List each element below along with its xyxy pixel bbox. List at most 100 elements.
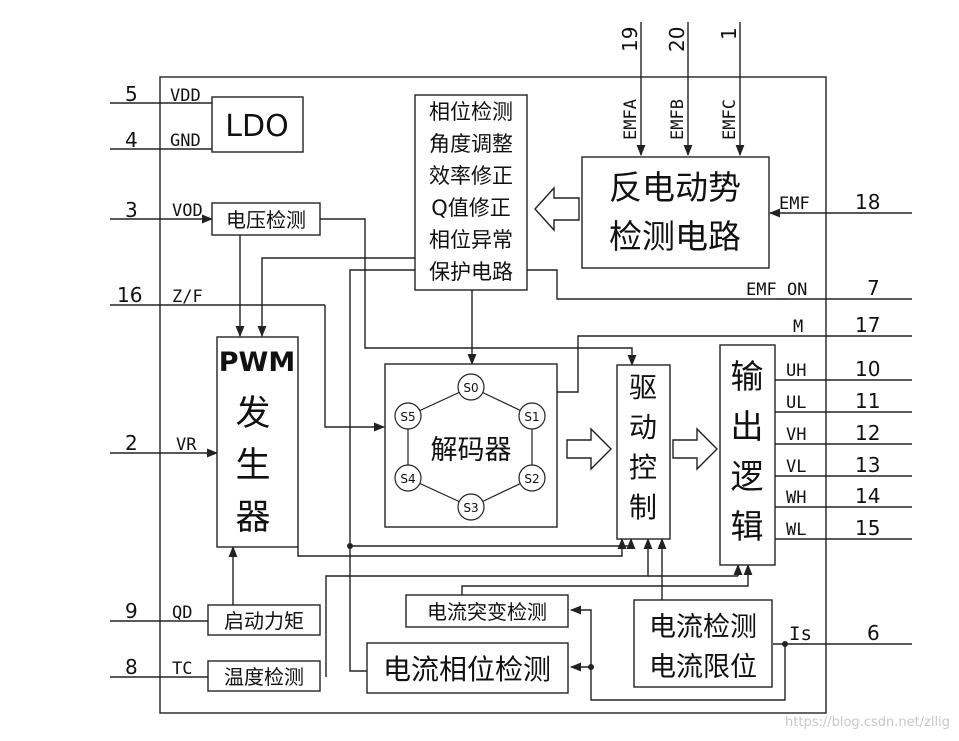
svg-text:S3: S3 (463, 501, 478, 515)
svg-text:16: 16 (117, 283, 142, 307)
internal-wiring (228, 218, 788, 701)
hollow-arrow-drive (672, 427, 718, 471)
svg-text:8: 8 (125, 655, 138, 679)
bemf-detect-block (581, 156, 770, 269)
svg-text:VDD: VDD (170, 86, 201, 106)
state-s5 (394, 402, 422, 430)
chip-outline (159, 76, 827, 714)
svg-text:4: 4 (125, 128, 138, 152)
watermark: https://blog.csdn.net/zllig (785, 715, 950, 730)
svg-text:5: 5 (125, 82, 138, 106)
svg-text:S5: S5 (400, 410, 415, 424)
svg-text:反电动势: 反电动势 (609, 168, 741, 207)
svg-text:Is: Is (789, 623, 812, 645)
svg-text:17: 17 (855, 313, 880, 337)
ldo-label: LDO (225, 109, 288, 144)
svg-text:EMFA: EMFA (621, 99, 641, 140)
svg-text:出: 出 (731, 407, 764, 446)
state-s4 (394, 464, 422, 492)
hollow-arrow-left (534, 186, 580, 232)
pwm-generator-block (216, 336, 299, 548)
svg-text:Z/F: Z/F (172, 287, 203, 307)
svg-text:相位异常: 相位异常 (429, 228, 513, 252)
svg-text:13: 13 (855, 453, 880, 477)
drive-control-text: 驱 动 控 制 (629, 371, 657, 524)
voltage-detect-label: 电压检测 (226, 208, 306, 232)
phase-detect-block (414, 94, 528, 291)
svg-text:VR: VR (176, 435, 197, 455)
svg-text:保护电路: 保护电路 (429, 260, 513, 284)
state-s2 (518, 464, 546, 492)
hollow-arrow-decoder (566, 427, 612, 471)
svg-text:11: 11 (855, 389, 880, 413)
drive-control-block (616, 364, 671, 540)
svg-text:辑: 辑 (731, 507, 764, 546)
svg-text:S1: S1 (524, 410, 539, 424)
svg-text:生: 生 (235, 446, 270, 486)
state-s1 (518, 402, 546, 430)
svg-text:检测电路: 检测电路 (609, 217, 741, 256)
output-logic-text: 输 出 逻 辑 (731, 357, 764, 546)
svg-text:S2: S2 (524, 472, 539, 486)
svg-text:发: 发 (235, 394, 270, 434)
svg-text:UL: UL (786, 393, 806, 413)
svg-text:电流检测: 电流检测 (649, 612, 757, 643)
state-s3 (457, 493, 485, 521)
pin-numbers: 5 4 3 16 2 9 8 18 7 17 10 11 12 13 14 15… (117, 27, 880, 679)
svg-text:19: 19 (618, 27, 642, 52)
pin-lines (110, 22, 912, 678)
current-detect-block (633, 599, 773, 688)
svg-text:电流突变检测: 电流突变检测 (427, 600, 547, 624)
svg-text:启动力矩: 启动力矩 (224, 609, 304, 633)
svg-text:9: 9 (125, 599, 138, 623)
ldo-block (211, 96, 304, 153)
svg-text:控: 控 (629, 451, 657, 484)
svg-text:QD: QD (172, 603, 192, 623)
svg-text:相位检测: 相位检测 (429, 100, 513, 124)
svg-text:M: M (793, 317, 803, 337)
svg-text:WL: WL (786, 520, 806, 540)
current-phase-block (366, 642, 569, 694)
svg-text:2: 2 (125, 431, 138, 455)
svg-text:UH: UH (786, 361, 806, 381)
svg-text:驱: 驱 (629, 371, 657, 404)
svg-text:7: 7 (867, 276, 880, 300)
phase-detect-text: 相位检测 角度调整 效率修正 Q值修正 相位异常 保护电路 (429, 100, 513, 284)
svg-text:20: 20 (665, 27, 689, 52)
svg-text:VOD: VOD (172, 201, 203, 221)
state-s0 (457, 373, 485, 401)
svg-text:逻: 逻 (731, 457, 764, 496)
svg-text:TC: TC (172, 659, 192, 679)
svg-text:VL: VL (786, 457, 806, 477)
svg-text:电流相位检测: 电流相位检测 (383, 653, 551, 686)
start-torque-block (207, 604, 321, 636)
svg-text:EMF_ON: EMF_ON (746, 280, 807, 300)
svg-text:WH: WH (786, 488, 806, 508)
output-logic-block (719, 344, 776, 566)
svg-text:动: 动 (629, 411, 657, 444)
svg-text:S0: S0 (463, 381, 478, 395)
svg-text:14: 14 (855, 484, 880, 508)
svg-text:器: 器 (235, 498, 270, 538)
voltage-detect-block (211, 202, 321, 236)
svg-text:效率修正: 效率修正 (429, 164, 513, 188)
svg-text:GND: GND (170, 131, 201, 151)
current-jump-block (405, 594, 569, 628)
svg-text:EMF: EMF (779, 194, 810, 214)
svg-text:EMFC: EMFC (720, 99, 740, 140)
svg-text:输: 输 (731, 357, 764, 396)
decoder-states: S0 S1 S2 S3 S4 S5 (394, 373, 546, 521)
svg-text:S4: S4 (400, 472, 415, 486)
svg-text:12: 12 (855, 421, 880, 445)
svg-text:10: 10 (855, 357, 880, 381)
svg-text:制: 制 (629, 491, 657, 524)
decoder-label: 解码器 (431, 435, 512, 466)
signal-labels: VDD GND VOD Z/F VR QD TC EMF EMF_ON M UH… (170, 86, 812, 679)
svg-text:EMFB: EMFB (668, 99, 688, 140)
svg-text:1: 1 (717, 27, 741, 40)
svg-text:PWM: PWM (219, 347, 295, 378)
svg-text:18: 18 (855, 190, 880, 214)
svg-text:Q值修正: Q值修正 (431, 196, 511, 220)
svg-text:角度调整: 角度调整 (429, 132, 513, 156)
